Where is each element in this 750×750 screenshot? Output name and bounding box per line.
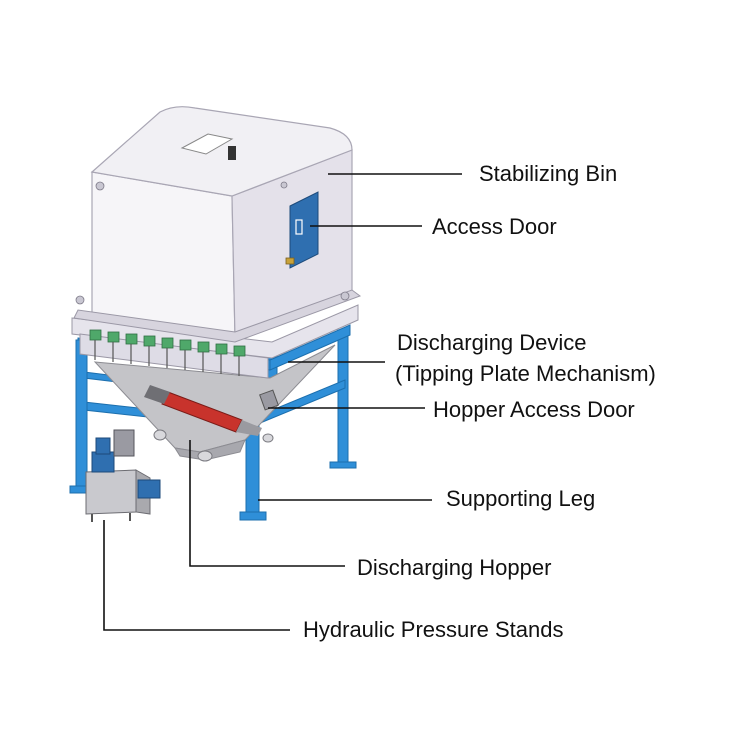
label-stabilizing-bin: Stabilizing Bin: [479, 161, 617, 186]
label-tipping-plate-mechanism: (Tipping Plate Mechanism): [395, 361, 656, 386]
label-supporting-leg: Supporting Leg: [446, 486, 595, 511]
hydraulic-pressure-station: [85, 429, 161, 522]
discharging-device: [71, 304, 359, 379]
label-hydraulic-pressure-stands: Hydraulic Pressure Stands: [303, 617, 563, 642]
leader-hydraulic-pressure-stands: [103, 520, 290, 631]
leader-lines: [103, 173, 462, 631]
labels: Stabilizing Bin Access Door Discharging …: [303, 161, 656, 642]
hydraulic-cylinder: [144, 385, 262, 436]
stabilizing-bin: [73, 106, 362, 343]
label-discharging-hopper: Discharging Hopper: [357, 555, 551, 580]
label-access-door: Access Door: [432, 214, 557, 239]
stabilizer-machine: [69, 106, 362, 522]
label-hopper-access-door: Hopper Access Door: [433, 397, 635, 422]
leader-discharging-hopper: [189, 440, 345, 567]
label-discharging-device: Discharging Device: [397, 330, 587, 355]
access-door-panel: [289, 191, 319, 269]
